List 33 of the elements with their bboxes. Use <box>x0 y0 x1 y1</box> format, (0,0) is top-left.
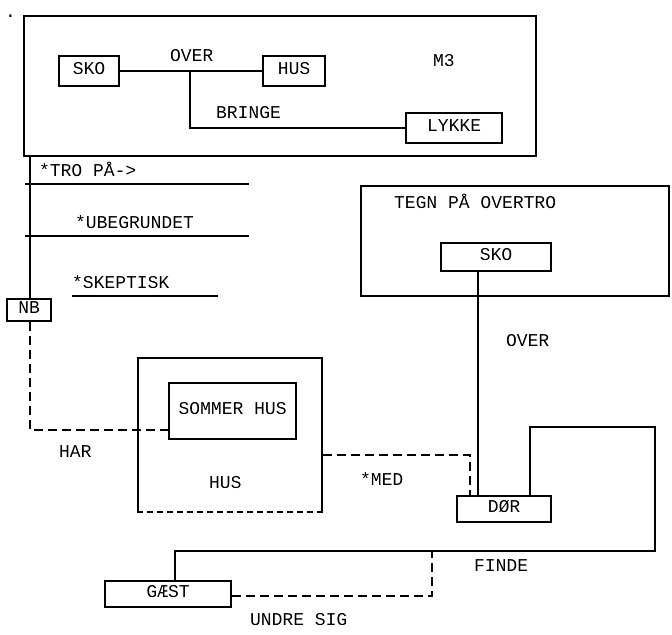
concept-box <box>6 298 52 322</box>
concept-box <box>405 112 503 144</box>
concept-label: SKO <box>480 247 512 267</box>
concept-box <box>168 382 297 440</box>
concept-label: NB <box>18 300 40 320</box>
concept-label: HUS <box>278 61 310 81</box>
connector-line <box>477 272 479 495</box>
connector-line <box>232 551 433 597</box>
concept-label: SKO <box>72 61 106 81</box>
concept-label: LYKKE <box>427 118 481 138</box>
concept-box <box>262 55 326 87</box>
concept-label: DØR <box>488 499 520 519</box>
concept-label: SOMMER HUS <box>178 401 287 421</box>
annotation-text: *SKEPTISK <box>72 275 218 297</box>
concept-box <box>456 495 552 523</box>
connector-line <box>120 70 405 129</box>
connector-line <box>29 157 31 298</box>
connector-line <box>174 426 656 580</box>
concept-label: TEGN PÅ OVERTRO <box>394 195 556 215</box>
connector-line <box>29 322 168 431</box>
concept-box <box>58 55 120 87</box>
connector-line <box>323 454 471 495</box>
dot-text: . <box>5 4 16 24</box>
context-box <box>23 15 537 157</box>
concept-box <box>440 242 552 272</box>
concept-label: HUS <box>209 475 242 495</box>
concept-label: GÆST <box>146 584 190 604</box>
context-box <box>137 357 323 513</box>
annotation-text: *UBEGRUNDET <box>25 215 249 237</box>
concept-label: M3 <box>433 53 455 73</box>
context-box <box>360 185 670 297</box>
concept-box <box>104 580 232 608</box>
annotation-text: *TRO PÅ-> <box>25 163 249 185</box>
